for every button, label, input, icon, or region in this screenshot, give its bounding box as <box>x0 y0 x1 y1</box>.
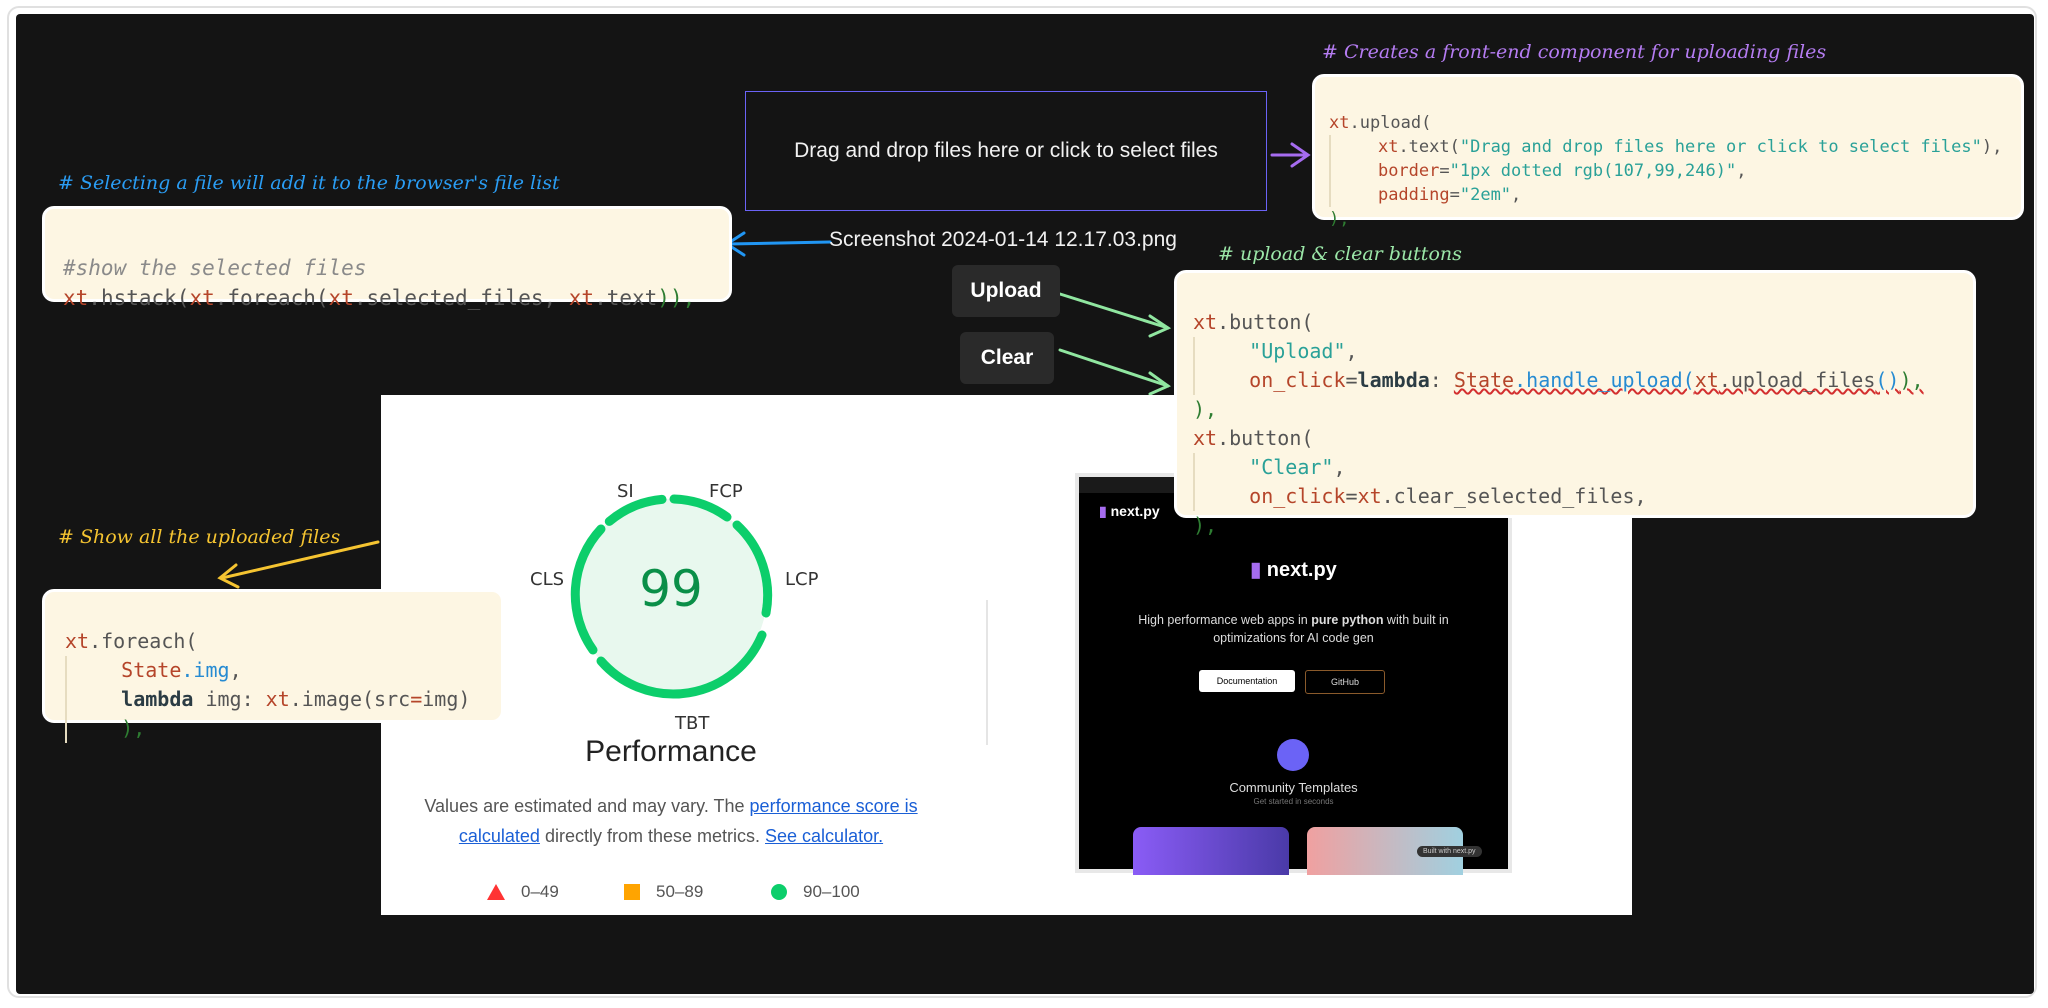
metric-label-fcp: FCP <box>709 481 743 502</box>
triangle-icon <box>487 884 505 900</box>
code-upload-component: xt.upload( xt.text("Drag and drop files … <box>1312 74 2024 229</box>
annotation-buttons: # upload & clear buttons <box>1218 243 1462 265</box>
annotation-selected-files: # Selecting a file will add it to the br… <box>58 172 560 194</box>
metric-label-tbt: TBT <box>675 713 710 734</box>
legend-good: 90–100 <box>771 882 860 902</box>
code-uploaded-files: xt.foreach( State.img, lambda img: xt.im… <box>42 589 504 743</box>
circle-icon <box>771 884 787 900</box>
preview-tagline: High performance web apps in pure python… <box>1138 613 1449 645</box>
preview-template-card-1 <box>1133 827 1289 875</box>
arrow-clear-to-code <box>1058 348 1170 388</box>
preview-templates-sub: Get started in seconds <box>1253 797 1334 806</box>
dropzone-text: Drag and drop files here or click to sel… <box>794 139 1218 162</box>
preview-templates-icon <box>1277 739 1309 771</box>
performance-gauge <box>570 494 773 699</box>
score-calculated-link[interactable]: performance score is <box>749 796 918 816</box>
preview-built-badge: Built with next.py <box>1417 846 1482 857</box>
legend-average: 50–89 <box>624 882 703 902</box>
metric-label-lcp: LCP <box>785 569 819 590</box>
performance-description: Values are estimated and may vary. The p… <box>424 796 918 846</box>
score-calculated-link-cont[interactable]: calculated <box>458 826 540 846</box>
annotation-uploaded-files: # Show all the uploaded files <box>58 526 341 548</box>
preview-docs-button: Documentation <box>1199 670 1295 692</box>
annotation-upload-component: # Creates a front-end component for uplo… <box>1322 41 1827 63</box>
selected-file-name: Screenshot 2024-01-14 12.17.03.png <box>829 228 1177 251</box>
metric-label-si: SI <box>617 481 634 502</box>
square-icon <box>624 884 640 900</box>
site-preview-screenshot: ▮ next.py ▮ next.py High performance web… <box>1075 473 1512 875</box>
arrow-filename-to-code <box>726 240 832 246</box>
legend-poor: 0–49 <box>487 882 559 902</box>
arrow-report-to-code <box>220 540 380 580</box>
clear-button[interactable]: Clear <box>960 332 1054 384</box>
performance-title: Performance <box>585 735 757 768</box>
code-buttons: xt.button( "Upload", on_click=lambda: St… <box>1174 270 1976 537</box>
arrow-upload-to-code <box>1058 292 1170 330</box>
divider <box>986 600 988 745</box>
performance-score: 99 <box>639 560 703 618</box>
metric-label-cls: CLS <box>530 569 565 590</box>
upload-button[interactable]: Upload <box>952 265 1060 317</box>
preview-nav-brand: ▮ next.py <box>1099 503 1160 519</box>
preview-github-button: GitHub <box>1305 670 1385 694</box>
upload-dropzone[interactable]: Drag and drop files here or click to sel… <box>745 91 1267 211</box>
preview-templates-title: Community Templates <box>1229 780 1358 795</box>
preview-logo: ▮ next.py <box>1250 559 1337 581</box>
see-calculator-link[interactable]: See calculator. <box>765 826 884 846</box>
